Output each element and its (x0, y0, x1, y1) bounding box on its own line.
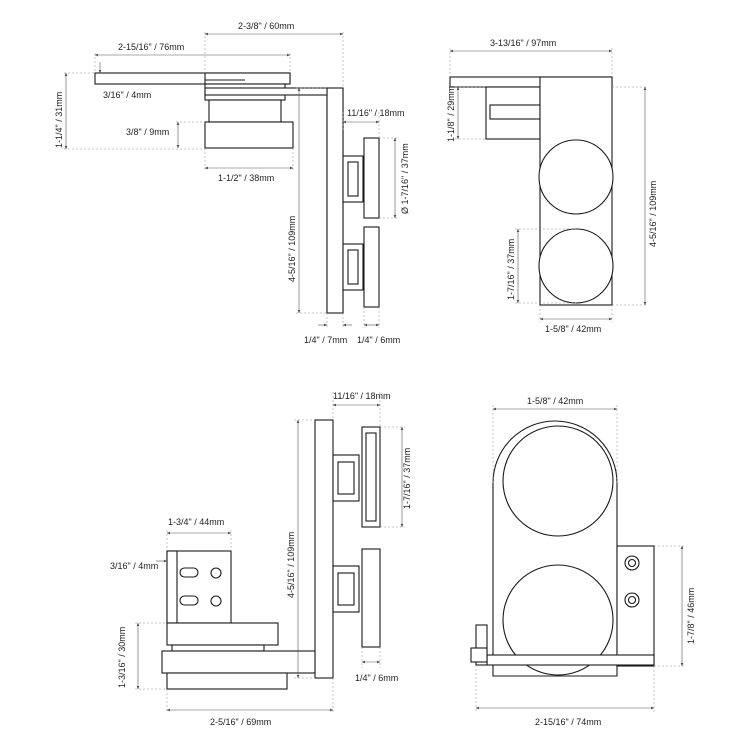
top-plate-inner (204, 72, 291, 85)
dim-roller-37: 1-7/16" / 37mm (402, 448, 412, 509)
dim-height-46: 1-7/8" / 46mm (686, 588, 696, 644)
dim-width-42: 1-5/8" / 42mm (527, 396, 583, 406)
bl-upper-roller-hub (337, 461, 355, 495)
bl-upper-roller-cap (365, 432, 377, 522)
dim-thick-6: 1/4" / 6mm (355, 673, 398, 683)
bl-hole-lower (210, 595, 222, 607)
bl-slot-lower (179, 595, 199, 606)
dim-offset-18: 11/16" / 18mm (333, 391, 391, 401)
br-base-plate (486, 654, 655, 666)
br-lower-roller (502, 564, 614, 676)
bl-base-lower (166, 672, 288, 690)
dim-width-97: 3-13/16" / 97mm (490, 38, 556, 48)
br-hole-upper-inner (627, 558, 637, 568)
dim-plate-4: 3/16" / 4mm (110, 561, 158, 571)
br-hole-lower-inner (627, 595, 637, 605)
front-lower-roller (538, 228, 614, 304)
br-left-stub-cap (470, 647, 488, 663)
view-front-top-right: 3-13/16" / 97mm 1-1/8" / 29mm 4-5/16" / … (446, 38, 658, 334)
dim-width-69: 2-5/16" / 69mm (210, 717, 271, 727)
br-upper-roller (502, 425, 614, 537)
dim-height-109: 4-5/16" / 109mm (648, 181, 658, 247)
dim-width-76: 2-15/16" / 76mm (118, 42, 184, 52)
upper-roller-wheel (363, 137, 380, 219)
bl-bracket-plate (166, 550, 232, 624)
dim-height-30: 1-3/16" / 30mm (117, 627, 127, 688)
view-side-bottom-left: 11/16" / 18mm 1-7/16" / 37mm 4-5/16" / 1… (110, 391, 412, 727)
front-clamp-slot (489, 104, 541, 120)
bl-base-plate (161, 650, 316, 674)
bl-clamp-top (166, 622, 279, 646)
lower-roller-wheel (363, 226, 380, 308)
dim-diam-37: Ø 1-7/16" / 37mm (400, 143, 410, 214)
dim-plate-4: 3/16" / 4mm (103, 90, 151, 100)
dim-thick-6: 1/4" / 6mm (357, 335, 400, 345)
dim-offset-18: 11/16" / 18mm (347, 108, 405, 118)
view-side-top-left: 2-3/8" / 60mm 2-15/16" / 76mm 3/16" / 4m… (54, 21, 410, 345)
dim-height-109: 4-5/16" / 109mm (286, 532, 296, 598)
upper-roller-hub (347, 161, 359, 197)
view-back-bottom-right: 1-5/8" / 42mm 1-7/8" / 46mm 2-15/16" / 7… (470, 396, 696, 727)
lower-roller-hub (347, 249, 359, 285)
bl-lower-roller-wheel (361, 548, 381, 648)
dim-thick-7: 1/4" / 7mm (304, 335, 347, 345)
bl-lower-roller-hub (337, 572, 355, 606)
bl-hole-upper (210, 567, 222, 579)
dim-block-9: 3/8" / 9mm (126, 127, 169, 137)
dim-height-109: 4-5/16" / 109mm (287, 216, 297, 282)
dim-width-42: 1-5/8" / 42mm (545, 324, 601, 334)
bl-vertical-post (314, 419, 334, 679)
dim-height-29: 1-1/8" / 29mm (446, 86, 456, 142)
bl-bracket-lip (166, 550, 178, 624)
bl-slot-upper (179, 567, 199, 578)
dim-width-74: 2-15/16" / 74mm (535, 717, 601, 727)
dim-roller-37: 1-7/16" / 37mm (506, 239, 516, 300)
vertical-post (326, 87, 344, 314)
dim-height-31: 1-1/4" / 31mm (54, 92, 64, 148)
bracket-arm (204, 87, 328, 96)
dim-width-44: 1-3/4" / 44mm (168, 517, 224, 527)
br-left-stub (475, 624, 488, 666)
dim-block-38: 1-1/2" / 38mm (218, 173, 274, 183)
clamp-spacer (208, 99, 282, 123)
clamp-block (204, 121, 294, 149)
bl-clamp-spacer (171, 644, 265, 652)
front-upper-roller (538, 139, 614, 215)
dim-width-60: 2-3/8" / 60mm (238, 21, 294, 31)
